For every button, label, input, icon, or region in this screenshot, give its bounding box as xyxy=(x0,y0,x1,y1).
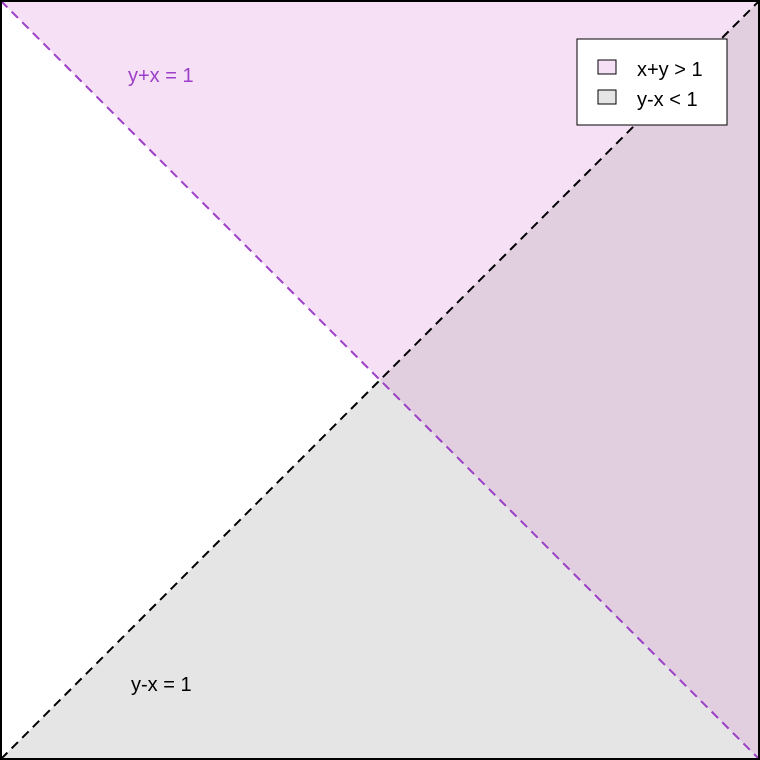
legend-label-region-2: y-x < 1 xyxy=(637,89,698,111)
region-x-plus-y-greater-1 xyxy=(1,1,759,380)
label-y-plus-x-equals-1: y+x = 1 xyxy=(128,65,194,87)
legend-swatch-region-1 xyxy=(597,59,617,75)
legend-label-region-1: x+y > 1 xyxy=(637,59,703,81)
label-y-minus-x-equals-1: y-x = 1 xyxy=(131,674,192,696)
region-y-minus-x-less-1 xyxy=(1,380,759,759)
legend-box xyxy=(576,38,728,126)
region-overlap xyxy=(380,1,759,759)
legend: x+y > 1 y-x < 1 xyxy=(576,38,728,126)
legend-swatch-region-2 xyxy=(597,89,617,105)
